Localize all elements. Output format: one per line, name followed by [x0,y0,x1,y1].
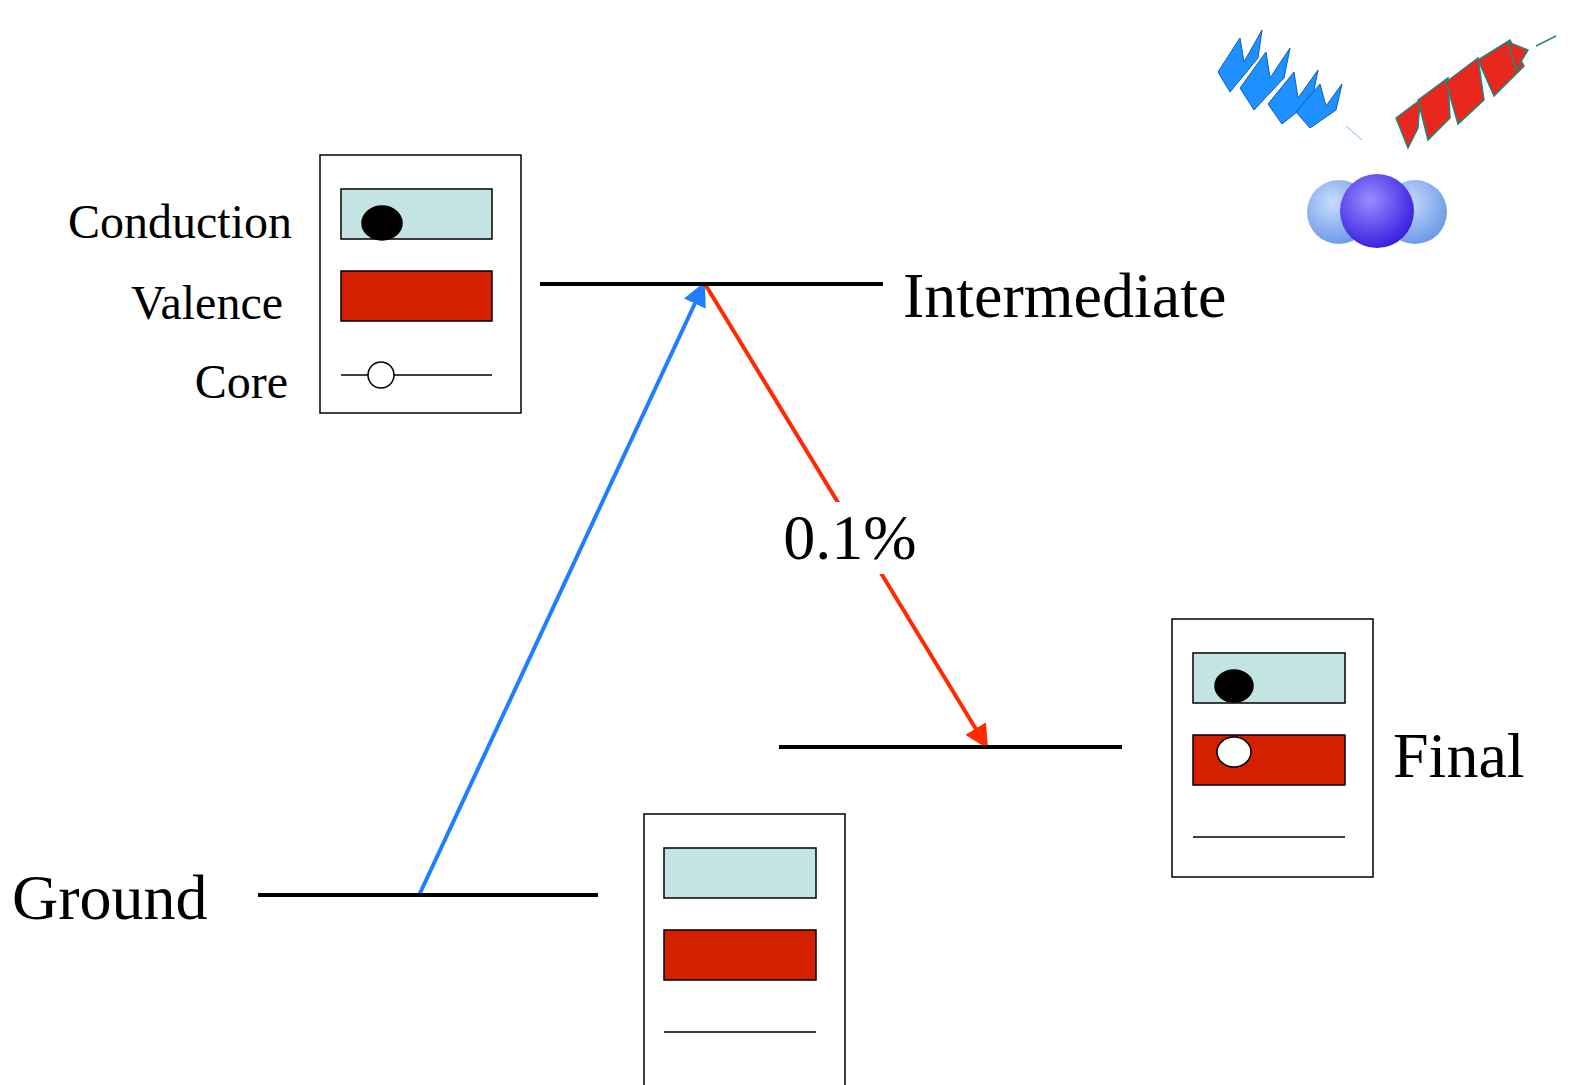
energy-level: Intermediate [540,250,1290,340]
transition-arrow [419,284,704,895]
band-label: Conduction [68,198,292,246]
level-label: Intermediate [903,264,1226,328]
level-label: Ground [12,866,208,930]
molecule [1307,174,1447,248]
energy-level: Final [779,715,1539,795]
level-line [540,282,883,286]
level-line [779,745,1122,749]
level-line [258,893,598,897]
incoming-photon [1218,30,1362,140]
energy-level: Ground [10,860,610,940]
band-label: Core [195,358,288,406]
band-schematic [644,814,845,1085]
band-schematic [1172,619,1373,877]
band-schematic [320,155,521,413]
band-label: Valence [131,279,283,327]
transition-arrow [705,284,987,747]
branching-ratio: 0.1% [773,502,926,574]
emitted-photon [1396,36,1556,148]
level-label: Final [1393,724,1525,788]
